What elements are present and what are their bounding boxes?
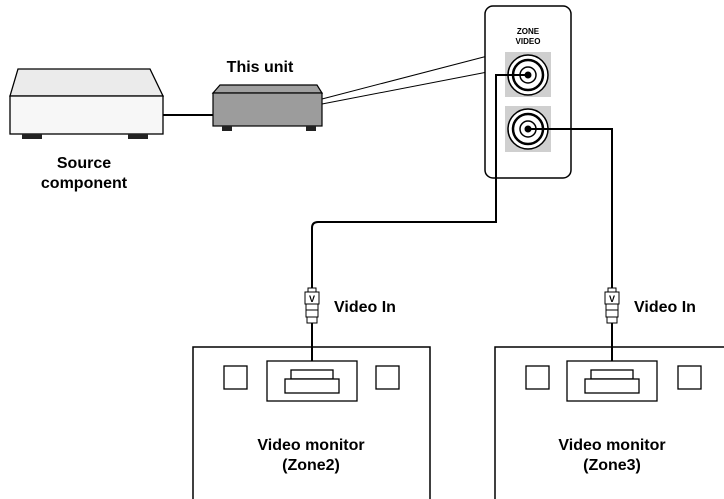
zone2-plug-letter: V — [309, 294, 315, 304]
zone3-plug-letter: V — [609, 294, 615, 304]
callout-line-top — [321, 51, 504, 100]
source-label-line2: component — [41, 175, 128, 192]
zone2-video-cable — [311, 74, 528, 290]
zone2-video-monitor — [192, 346, 431, 499]
source-label-line1: Source — [57, 155, 111, 172]
source-component — [9, 68, 165, 139]
zone3-monitor-label-line1: Video monitor — [558, 437, 665, 454]
panel-title-line2: VIDEO — [516, 37, 541, 46]
zone2-video-plug — [304, 287, 320, 324]
unit-label: This unit — [227, 59, 294, 76]
zone3-video-monitor — [494, 346, 724, 499]
zone2-monitor-label-line1: Video monitor — [257, 437, 364, 454]
zone3-video-plug — [604, 287, 620, 324]
callout-line-bottom — [321, 68, 504, 105]
zone2-video-in-label: Video In — [334, 299, 396, 316]
zone3-monitor-label-line2: (Zone3) — [583, 457, 641, 474]
this-unit — [211, 84, 324, 131]
zone3-video-cable — [528, 128, 613, 290]
panel-title-line1: ZONE — [517, 27, 540, 36]
zone2-monitor-label-line2: (Zone2) — [282, 457, 340, 474]
zone3-video-in-label: Video In — [634, 299, 696, 316]
